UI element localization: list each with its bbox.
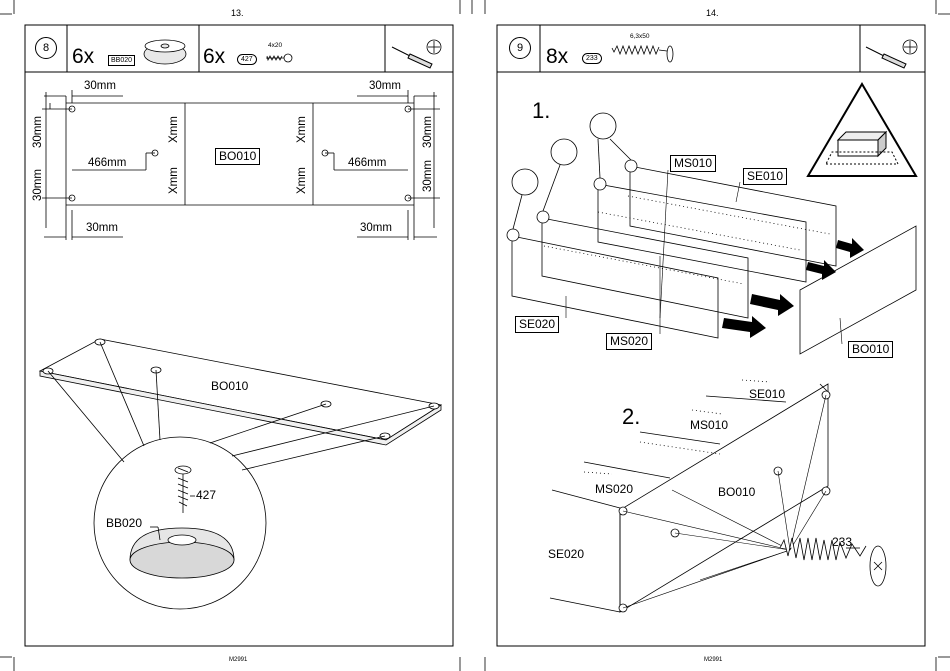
substep-1: 1. [532,100,550,122]
label-ms010: MS010 [670,155,716,172]
step-number: 9 [509,37,531,59]
label2-se010: SE010 [749,387,785,401]
part-size-1: 6,3x50 [630,33,650,41]
phillips-head-icon [903,40,917,54]
label2-ms020: MS020 [595,482,633,496]
label2-screw: 233 [832,535,852,549]
label-ms020: MS020 [606,333,652,350]
label-se010: SE010 [743,168,787,185]
warning-triangle-icon [808,84,916,176]
label2-se020: SE020 [548,547,584,561]
part-code-1: 233 [582,53,602,64]
part-qty-1: 8x [546,46,568,68]
label2-bo010: BO010 [718,485,755,499]
label-se020: SE020 [515,316,559,333]
long-screw-icon [612,46,673,62]
label-bo010: BO010 [848,341,893,358]
screwdriver-icon [866,47,906,68]
substep-2: 2. [622,406,640,428]
label2-ms010: MS010 [690,418,728,432]
